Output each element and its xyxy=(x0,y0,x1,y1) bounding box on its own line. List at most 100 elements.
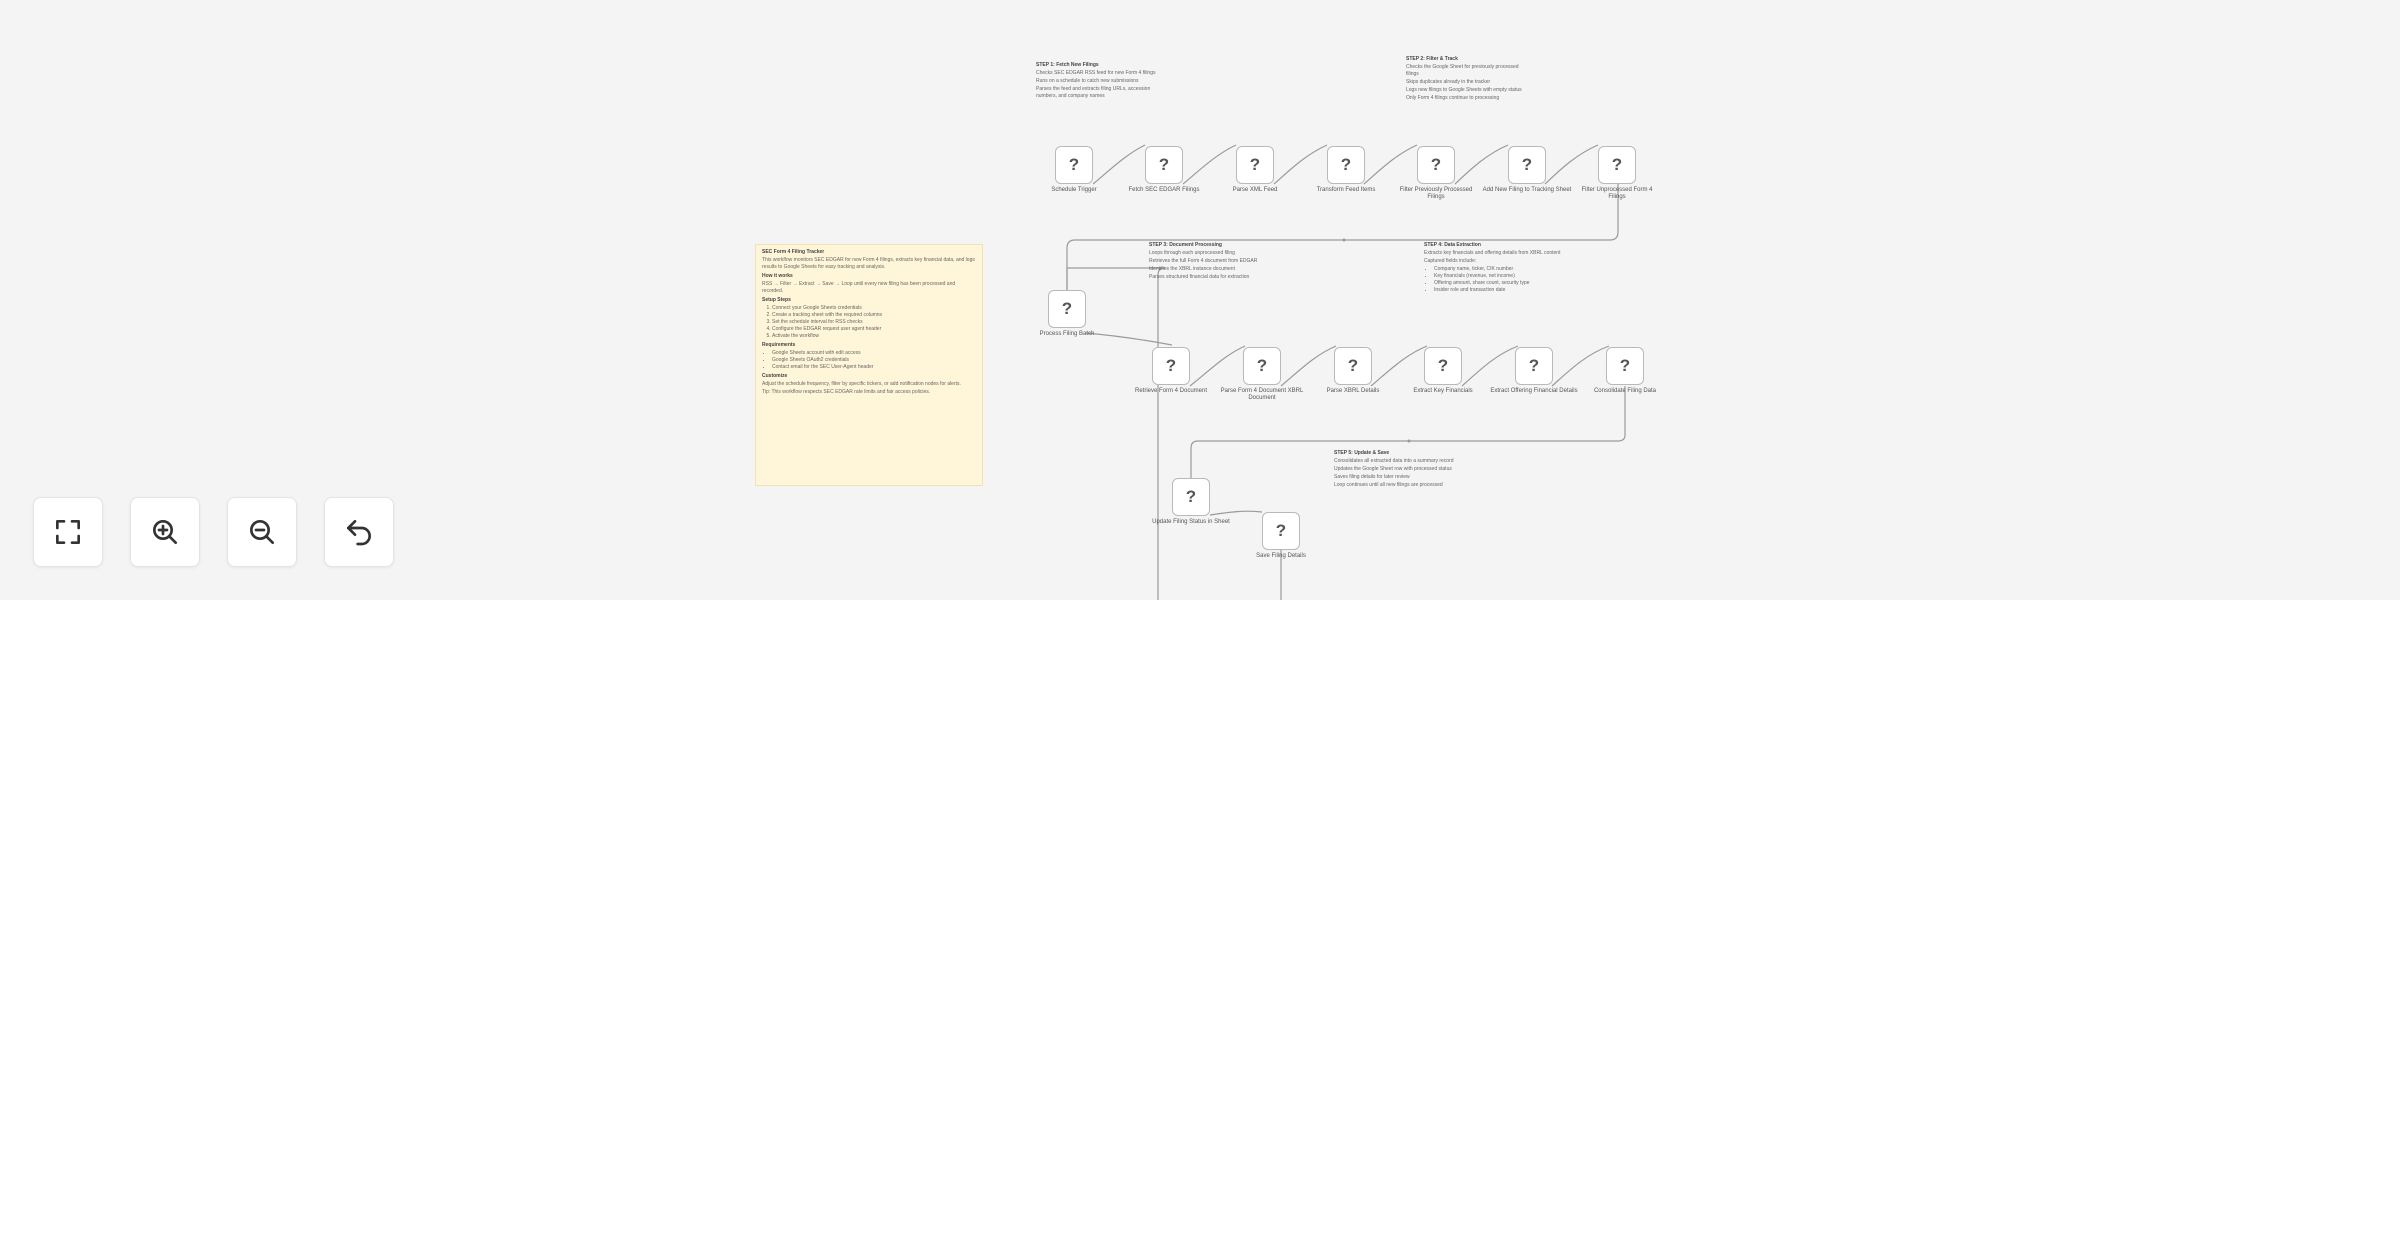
note-step2[interactable]: STEP 2: Filter & Track Checks the Google… xyxy=(1400,52,1538,124)
workflow-node[interactable]: ? xyxy=(1515,347,1553,385)
node-label: Update Filing Status in Sheet xyxy=(1152,519,1230,525)
unknown-node-icon: ? xyxy=(1430,155,1442,174)
workflow-canvas[interactable]: STEP 1: Fetch New Filings Checks SEC EDG… xyxy=(0,0,2400,600)
unknown-node-icon: ? xyxy=(1256,356,1268,375)
note-line: Loops through each unprocessed filing xyxy=(1149,250,1235,256)
unknown-node-icon: ? xyxy=(1528,356,1540,375)
note-title: STEP 5: Update & Save xyxy=(1334,450,1390,456)
workflow-node[interactable]: ? xyxy=(1048,290,1086,328)
note-section-title: How it works xyxy=(762,273,793,279)
workflow-node[interactable]: ? xyxy=(1145,146,1183,184)
workflow-node[interactable]: ? xyxy=(1424,347,1462,385)
unknown-node-icon: ? xyxy=(1158,155,1170,174)
note-line: Consolidates all extracted data into a s… xyxy=(1334,458,1454,464)
node-label: Save Filing Details xyxy=(1256,553,1306,559)
node-label: Parse Form 4 Document XBRL Document xyxy=(1220,388,1304,401)
edge-layer xyxy=(1066,144,1626,600)
unknown-node-icon: ? xyxy=(1619,356,1631,375)
note-line: Adjust the schedule frequency, filter by… xyxy=(762,381,961,387)
unknown-node-icon: ? xyxy=(1068,155,1080,174)
edge xyxy=(1461,345,1519,387)
unknown-node-icon: ? xyxy=(1275,521,1287,540)
note-bullet: Insider role and transaction date xyxy=(1434,287,1592,294)
note-section-title: Requirements xyxy=(762,342,796,348)
unknown-node-icon: ? xyxy=(1347,356,1359,375)
note-bullet: Google Sheets OAuth2 credentials xyxy=(772,357,976,364)
note-title: STEP 1: Fetch New Filings xyxy=(1036,62,1099,68)
note-line: Updates the Google Sheet row with proces… xyxy=(1334,466,1452,472)
edge xyxy=(1092,144,1146,185)
workflow-node[interactable]: ? xyxy=(1152,347,1190,385)
node-label: Filter Unprocessed Form 4 Filings xyxy=(1581,187,1653,200)
node-label: Filter Previously Processed Filings xyxy=(1399,187,1473,200)
note-step: Connect your Google Sheets credentials xyxy=(772,305,976,312)
unknown-node-icon: ? xyxy=(1061,299,1073,318)
note-line: Parses the feed and extracts filing URLs… xyxy=(1036,86,1151,99)
node-label: Parse XML Feed xyxy=(1232,187,1278,193)
note-overview[interactable]: SEC Form 4 Filing Tracker This workflow … xyxy=(755,244,983,486)
unknown-node-icon: ? xyxy=(1185,487,1197,506)
note-bullet: Offering amount, share count, security t… xyxy=(1434,280,1592,287)
workflow-node[interactable]: ? xyxy=(1327,146,1365,184)
workflow-node[interactable]: ? xyxy=(1334,347,1372,385)
edge xyxy=(1182,144,1237,185)
node-label: Extract Offering Financial Details xyxy=(1490,388,1578,394)
workflow-node[interactable]: ? xyxy=(1243,347,1281,385)
note-line: RSS → Filter → Extract → Save → Loop unt… xyxy=(762,281,956,294)
unknown-node-icon: ? xyxy=(1340,155,1352,174)
note-section-title: Setup Steps xyxy=(762,297,791,303)
workflow-node[interactable]: ? xyxy=(1606,347,1644,385)
note-step1[interactable]: STEP 1: Fetch New Filings Checks SEC EDG… xyxy=(1030,58,1175,118)
note-line: Captured fields include: xyxy=(1424,258,1477,264)
note-line: Checks SEC EDGAR RSS feed for new Form 4… xyxy=(1036,70,1156,76)
edge xyxy=(1544,144,1599,185)
note-step: Configure the EDGAR request user agent h… xyxy=(772,326,976,333)
canvas-controls xyxy=(33,497,394,567)
note-title: STEP 2: Filter & Track xyxy=(1406,56,1458,62)
unknown-node-icon: ? xyxy=(1165,356,1177,375)
workflow-node[interactable]: ? xyxy=(1055,146,1093,184)
edge xyxy=(1066,267,1166,348)
edge xyxy=(1280,345,1337,387)
edge xyxy=(1189,345,1246,387)
edge xyxy=(1209,510,1263,516)
note-bullet: Contact email for the SEC User-Agent hea… xyxy=(772,364,976,371)
fullscreen-icon xyxy=(56,520,80,544)
unknown-node-icon: ? xyxy=(1521,155,1533,174)
note-bullet: Company name, ticker, CIK number xyxy=(1434,266,1592,273)
zoom-in-button[interactable] xyxy=(130,497,200,567)
note-line: Loop continues until all new filings are… xyxy=(1334,482,1443,488)
note-step3[interactable]: STEP 3: Document Processing Loops throug… xyxy=(1143,238,1283,318)
note-step: Set the schedule interval for RSS checks xyxy=(772,319,976,326)
note-step4[interactable]: STEP 4: Data Extraction Extracts key fin… xyxy=(1418,238,1598,318)
workflow-node[interactable]: ? xyxy=(1262,512,1300,550)
edge xyxy=(1273,144,1328,185)
note-step5[interactable]: STEP 5: Update & Save Consolidates all e… xyxy=(1328,446,1488,504)
node-label: Fetch SEC EDGAR Filings xyxy=(1128,187,1200,193)
note-line: Saves filing details for later review xyxy=(1334,474,1410,480)
reset-zoom-button[interactable] xyxy=(324,497,394,567)
workflow-node[interactable]: ? xyxy=(1598,146,1636,184)
note-line: Identifies the XBRL instance document xyxy=(1149,266,1235,272)
note-title: STEP 3: Document Processing xyxy=(1149,242,1222,248)
note-line: Logs new filings to Google Sheets with e… xyxy=(1406,87,1522,93)
workflow-node[interactable]: ? xyxy=(1236,146,1274,184)
undo-icon xyxy=(347,520,371,546)
note-step: Activate the workflow xyxy=(772,333,976,340)
workflow-node[interactable]: ? xyxy=(1508,146,1546,184)
fit-view-button[interactable] xyxy=(33,497,103,567)
note-bullet: Google Sheets account with edit access xyxy=(772,350,976,357)
node-label: Parse XBRL Details xyxy=(1326,388,1380,394)
note-line: Only Form 4 filings continue to processi… xyxy=(1406,95,1500,101)
workflow-node[interactable]: ? xyxy=(1172,478,1210,516)
node-label: Schedule Trigger xyxy=(1051,187,1097,193)
edge xyxy=(1551,345,1610,387)
zoom-in-icon xyxy=(153,520,177,544)
workflow-node[interactable]: ? xyxy=(1417,146,1455,184)
note-title: SEC Form 4 Filing Tracker xyxy=(762,249,825,255)
zoom-out-button[interactable] xyxy=(227,497,297,567)
edge xyxy=(1454,144,1509,185)
unknown-node-icon: ? xyxy=(1437,356,1449,375)
note-bullet: Key financials (revenue, net income) xyxy=(1434,273,1592,280)
note-line: Skips duplicates already in the tracker xyxy=(1406,79,1491,85)
